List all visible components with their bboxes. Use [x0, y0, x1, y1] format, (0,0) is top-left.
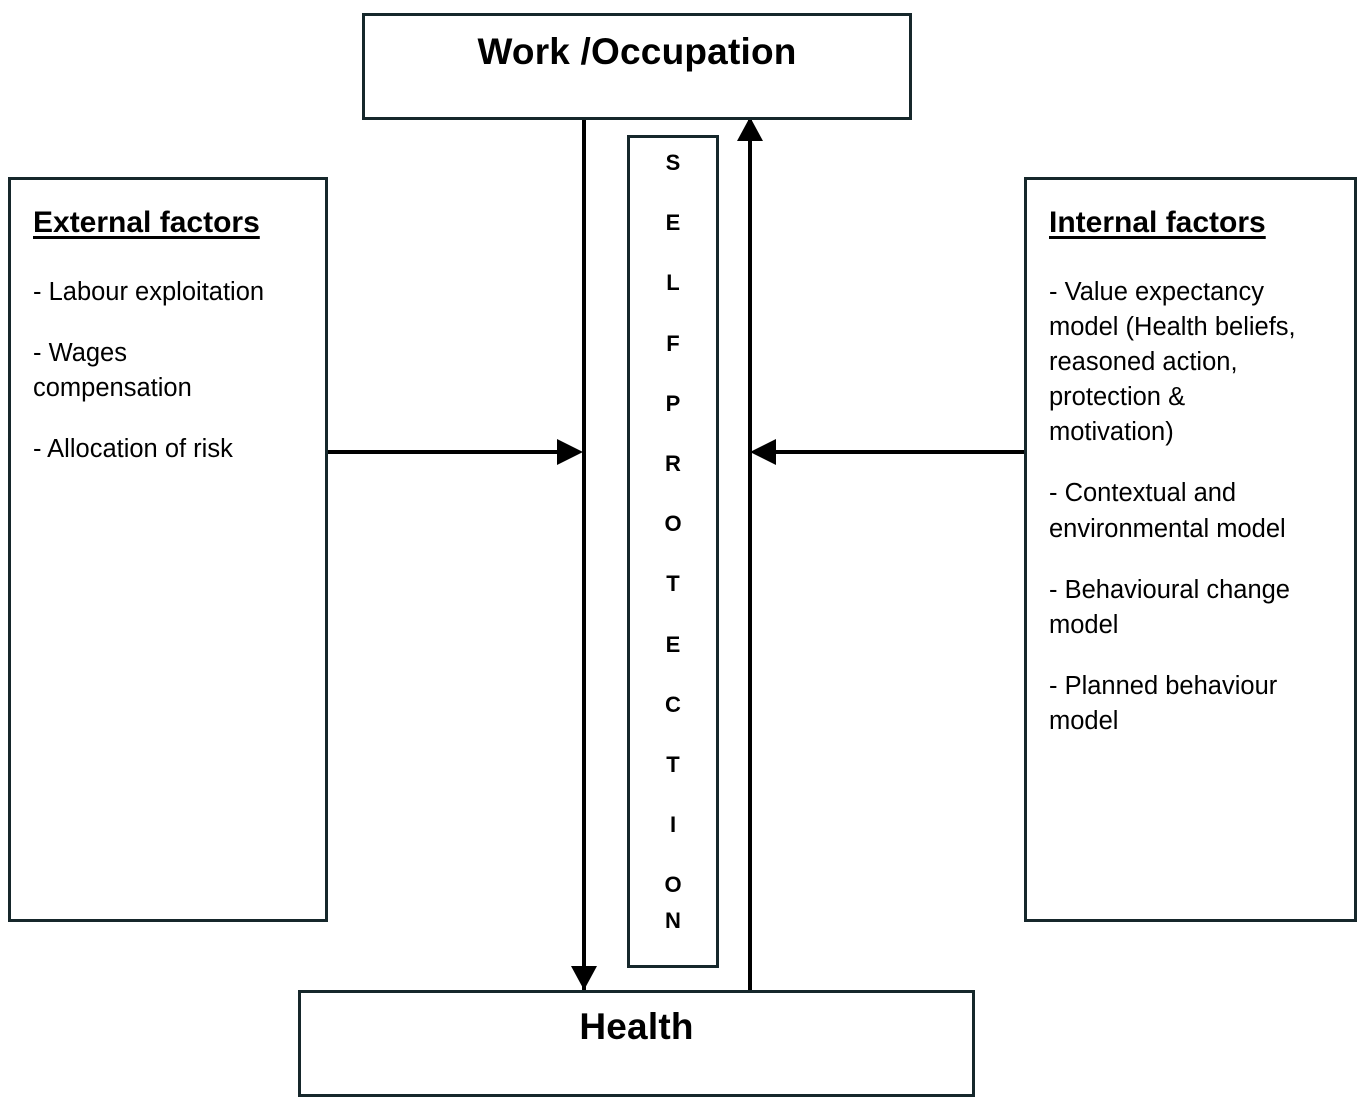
self-protection-letters: S E L F P R O T E C T I O N	[630, 152, 716, 965]
node-health-label: Health	[579, 1006, 694, 1048]
list-item: - Labour exploitation	[33, 277, 265, 306]
self-protection-letter: S	[665, 150, 681, 175]
connector-work-to-health-arrowhead	[571, 966, 597, 990]
external-factors-list: - Labour exploitation - Wages compensati…	[33, 275, 303, 468]
self-protection-letter: T	[666, 751, 680, 777]
list-item: - Allocation of risk	[33, 435, 233, 464]
self-protection-letter: O	[664, 511, 682, 537]
self-protection-letter: F	[666, 330, 680, 356]
node-health[interactable]: Health	[298, 990, 975, 1097]
internal-factors-list: - Value expectancy model (Health beliefs…	[1049, 275, 1332, 740]
self-protection-letter: E	[665, 631, 681, 657]
list-item: - Contextual and environmental model	[1049, 479, 1286, 543]
node-work-occupation[interactable]: Work /Occupation	[362, 13, 912, 120]
list-item: - Value expectancy model (Health beliefs…	[1049, 277, 1296, 447]
connector-internal-to-center-line	[776, 450, 1024, 454]
node-internal-factors[interactable]: Internal factors - Value expectancy mode…	[1024, 177, 1357, 922]
node-external-factors[interactable]: External factors - Labour exploitation -…	[8, 177, 328, 922]
self-protection-letter: I	[669, 812, 677, 838]
connector-external-to-center-line	[327, 450, 559, 454]
self-protection-letter: L	[666, 270, 680, 296]
node-work-occupation-label: Work /Occupation	[477, 31, 797, 73]
list-item: - Behavioural change model	[1049, 575, 1290, 639]
self-protection-letter: N	[665, 908, 681, 934]
self-protection-letter: O	[664, 872, 682, 898]
internal-factors-heading: Internal factors	[1049, 206, 1266, 239]
list-item: - Wages compensation	[33, 338, 192, 402]
list-item: - Planned behaviour model	[1049, 672, 1278, 736]
connector-work-to-health-line	[582, 120, 586, 1050]
connector-internal-to-center-arrowhead	[750, 439, 776, 465]
self-protection-letter: P	[665, 390, 681, 416]
self-protection-letter: T	[666, 571, 680, 597]
external-factors-heading: External factors	[33, 206, 260, 239]
connector-health-to-work-arrowhead	[737, 117, 763, 141]
self-protection-letter: E	[665, 210, 681, 236]
connector-external-to-center-arrowhead	[557, 439, 583, 465]
connector-health-to-work-line	[748, 118, 752, 998]
self-protection-letter: R	[665, 450, 681, 476]
node-self-protection[interactable]: S E L F P R O T E C T I O N	[627, 135, 719, 968]
self-protection-letter: C	[665, 691, 681, 717]
